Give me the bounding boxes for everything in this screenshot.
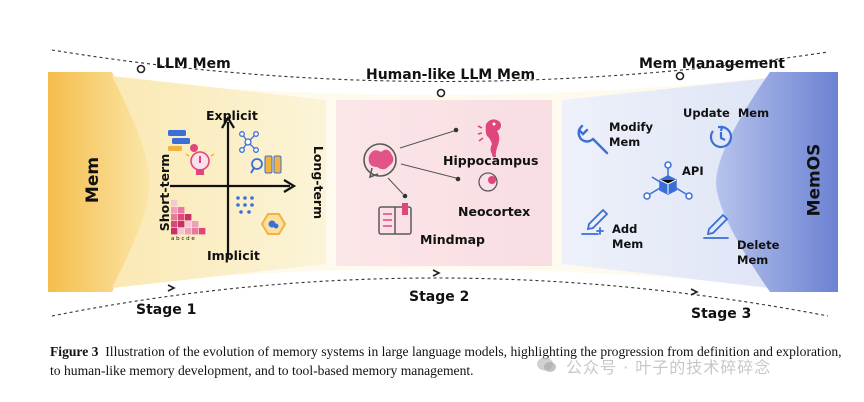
heatmap-cell xyxy=(171,214,178,221)
mem-side-label: Mem xyxy=(83,156,104,204)
chat-database-icon xyxy=(168,130,198,152)
line-to-hippocampus xyxy=(399,130,455,149)
explicit-label: Explicit xyxy=(206,108,258,123)
implicit-label: Implicit xyxy=(207,248,260,263)
llm-mem-dot xyxy=(136,64,146,74)
heatmap-cell xyxy=(185,221,192,228)
management-dot xyxy=(675,71,685,81)
memos-funnel-right xyxy=(716,72,838,292)
neocortex-label: Neocortex xyxy=(458,204,531,219)
stage3-arrow xyxy=(690,288,699,296)
heatmap-cell xyxy=(178,228,185,235)
hexagon-brain-icon xyxy=(260,213,287,235)
neural-dots-icon xyxy=(236,196,254,214)
neocortex-brain-icon xyxy=(478,172,498,192)
stage2-arrow xyxy=(432,269,441,277)
heatmap-cell xyxy=(192,228,199,235)
mem-management-label: Mem Management xyxy=(639,56,785,72)
delete-mem-label: Delete Mem xyxy=(737,238,780,267)
brain-head-icon xyxy=(363,143,397,179)
update-mem-label: Update Mem xyxy=(683,106,770,120)
memos-side-label: MemOS xyxy=(804,143,825,217)
stage2-label: Stage 2 xyxy=(409,289,470,305)
heatmap-cell xyxy=(185,214,192,221)
api-label: API xyxy=(682,164,704,178)
lightbulb-icon xyxy=(185,151,215,175)
add-pencil-icon xyxy=(581,208,609,235)
watermark-text: 公众号 · 叶子的技术碎碎念 xyxy=(566,358,772,377)
heatmap-cell xyxy=(178,221,185,228)
line-to-mindmap xyxy=(387,177,404,195)
notebook-mindmap-icon xyxy=(378,203,412,235)
clock-icon xyxy=(709,125,733,149)
stage2-panel xyxy=(336,100,552,266)
wechat-watermark-icon xyxy=(537,357,556,372)
wrench-icon xyxy=(577,124,609,155)
stage1-label: Stage 1 xyxy=(136,302,197,318)
memory-evolution-figure xyxy=(48,49,838,317)
mem-funnel-left xyxy=(48,72,150,292)
heatmap-cell xyxy=(171,221,178,228)
line-to-neocortex xyxy=(400,163,457,179)
caption-label: Figure 3 xyxy=(50,344,99,359)
llm-mem-label: LLM Mem xyxy=(156,56,231,72)
human-like-dot xyxy=(436,88,446,98)
top-dashed-curve xyxy=(51,49,829,83)
human-like-llm-mem-label: Human-like LLM Mem xyxy=(366,67,536,83)
caption-text: Illustration of the evolution of memory … xyxy=(50,344,842,378)
heatmap-cell xyxy=(178,214,185,221)
quadrant-up-arrowhead xyxy=(221,115,235,129)
heatmap-axis-label: a b c d e xyxy=(171,236,195,242)
modify-mem-label: Modify Mem xyxy=(609,120,654,149)
long-term-label: Long-term xyxy=(311,145,327,220)
add-mem-label: Add Mem xyxy=(612,222,644,251)
delete-pencil-icon xyxy=(703,213,729,239)
heatmap-matrix-icon xyxy=(171,200,206,235)
search-archive-icon xyxy=(250,155,282,174)
heatmap-cell xyxy=(199,228,206,235)
heatmap-cell xyxy=(185,228,192,235)
quadrant-right-arrowhead xyxy=(283,179,297,193)
network-icon xyxy=(239,131,259,153)
figure-caption: Figure 3 Illustration of the evolution o… xyxy=(50,342,850,380)
heatmap-cell xyxy=(171,207,178,214)
heatmap-cell xyxy=(192,221,199,228)
heatmap-cell xyxy=(171,200,178,207)
seahorse-icon xyxy=(477,119,501,158)
mindmap-label: Mindmap xyxy=(420,232,485,247)
bottom-dashed-curve xyxy=(51,277,829,317)
stage3-label: Stage 3 xyxy=(691,306,752,322)
heatmap-cell xyxy=(171,228,178,235)
hippocampus-label: Hippocampus xyxy=(443,153,539,168)
short-term-label: Short-term xyxy=(157,153,173,232)
heatmap-cell xyxy=(178,207,185,214)
stage1-arrow xyxy=(167,284,176,292)
api-cube-icon xyxy=(643,161,693,200)
